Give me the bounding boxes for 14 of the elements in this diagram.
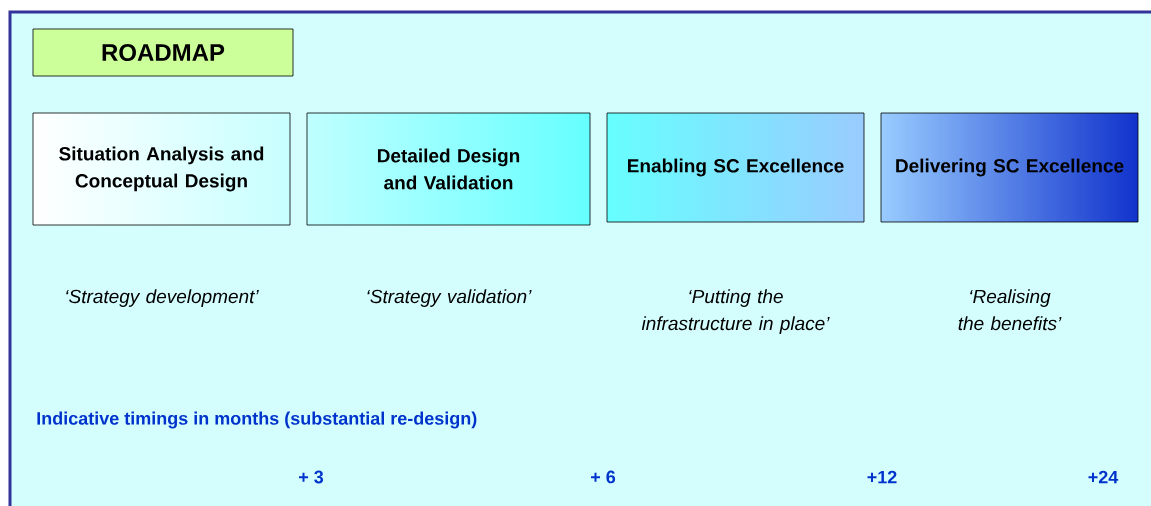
phase-description: ‘Strategy validation’ — [367, 289, 532, 307]
phase-box: Delivering SC Excellence — [880, 112, 1139, 223]
phase-box: Detailed Design and Validation — [306, 112, 591, 226]
phase-description: ‘Strategy development’ — [66, 289, 259, 307]
month-marker: +12 — [867, 470, 897, 484]
timing-heading: Indicative timings in months (substantial re-design) — [37, 411, 477, 429]
phase-description: ‘Putting the infrastructure in place’ — [641, 289, 830, 334]
month-marker: + 3 — [299, 470, 324, 484]
phase-description: ‘Realising the benefits’ — [958, 289, 1062, 331]
month-marker: + 6 — [591, 470, 616, 484]
phase-box: Enabling SC Excellence — [606, 112, 865, 223]
title-box: ROADMAP — [32, 28, 294, 77]
month-marker: +24 — [1088, 470, 1119, 484]
phase-box: Situation Analysis and Conceptual Design — [32, 112, 291, 226]
